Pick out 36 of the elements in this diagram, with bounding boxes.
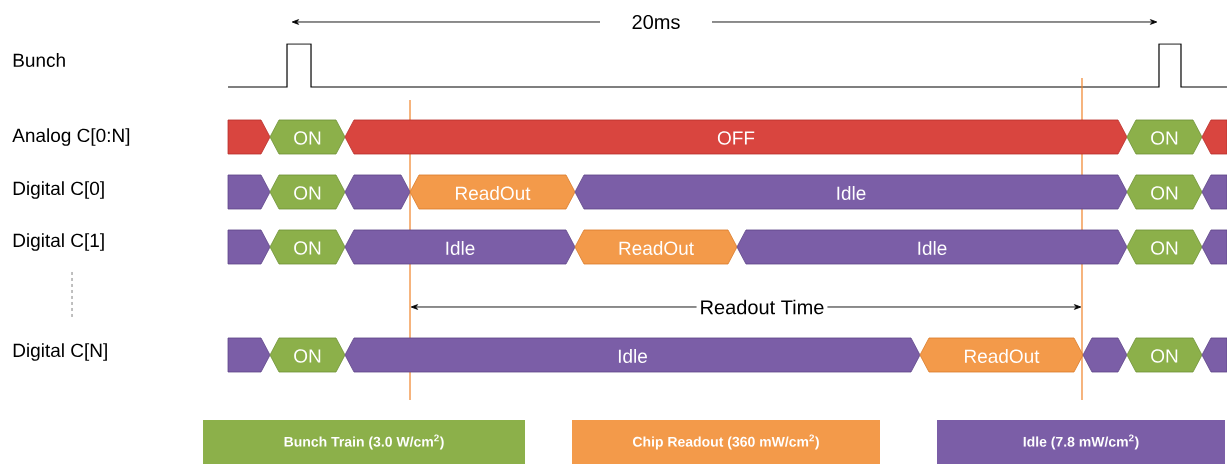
signal-segment: [1082, 337, 1128, 373]
signal-segment: ON: [1126, 229, 1203, 265]
dimension-label: Readout Time: [696, 296, 828, 318]
signal-name: Digital C[1]: [13, 233, 104, 251]
signal-segment: ON: [1126, 119, 1203, 155]
legend-item: Bunch Train (3.0 W/cm$^{2}$): [203, 420, 525, 464]
signal-segment: Idle: [574, 174, 1128, 210]
dimension-label: 20ms: [628, 11, 684, 33]
signal-segment: Idle: [344, 229, 576, 265]
signal-name: Bunch: [13, 53, 65, 67]
signal-segment: [1201, 229, 1227, 265]
signal-segment: OFF: [344, 119, 1128, 155]
signal-segment: [1201, 174, 1227, 210]
signal-name: Analog C[0:N]: [12, 128, 130, 146]
signal-segment: ON: [1126, 174, 1203, 210]
signal-segment: [227, 229, 271, 265]
signal-segment: ReadOut: [409, 174, 576, 210]
signal-segment: ReadOut: [919, 337, 1084, 373]
signal-segment: [1201, 337, 1227, 373]
legend-item: Chip Readout (360 mW/cm$^{2}$): [572, 420, 880, 464]
signal-segment: ON: [269, 174, 346, 210]
signal-segment: Idle: [736, 229, 1128, 265]
signal-name: Digital C[N]: [13, 343, 107, 361]
signal-name: Digital C[0]: [13, 181, 104, 199]
signal-segment: ReadOut: [574, 229, 738, 265]
signal-segment: ON: [269, 337, 346, 373]
signal-segment: ON: [269, 119, 346, 155]
signal-segment: ON: [269, 229, 346, 265]
signal-segment: Idle: [344, 337, 921, 373]
signal-segment: [227, 174, 271, 210]
signal-segment: [227, 119, 271, 155]
legend-item: Idle (7.8 mW/cm$^{2}$): [937, 420, 1225, 464]
signal-segment: [344, 174, 411, 210]
signal-segment: ON: [1126, 337, 1203, 373]
signal-segment: [1201, 119, 1227, 155]
signal-segment: [227, 337, 271, 373]
